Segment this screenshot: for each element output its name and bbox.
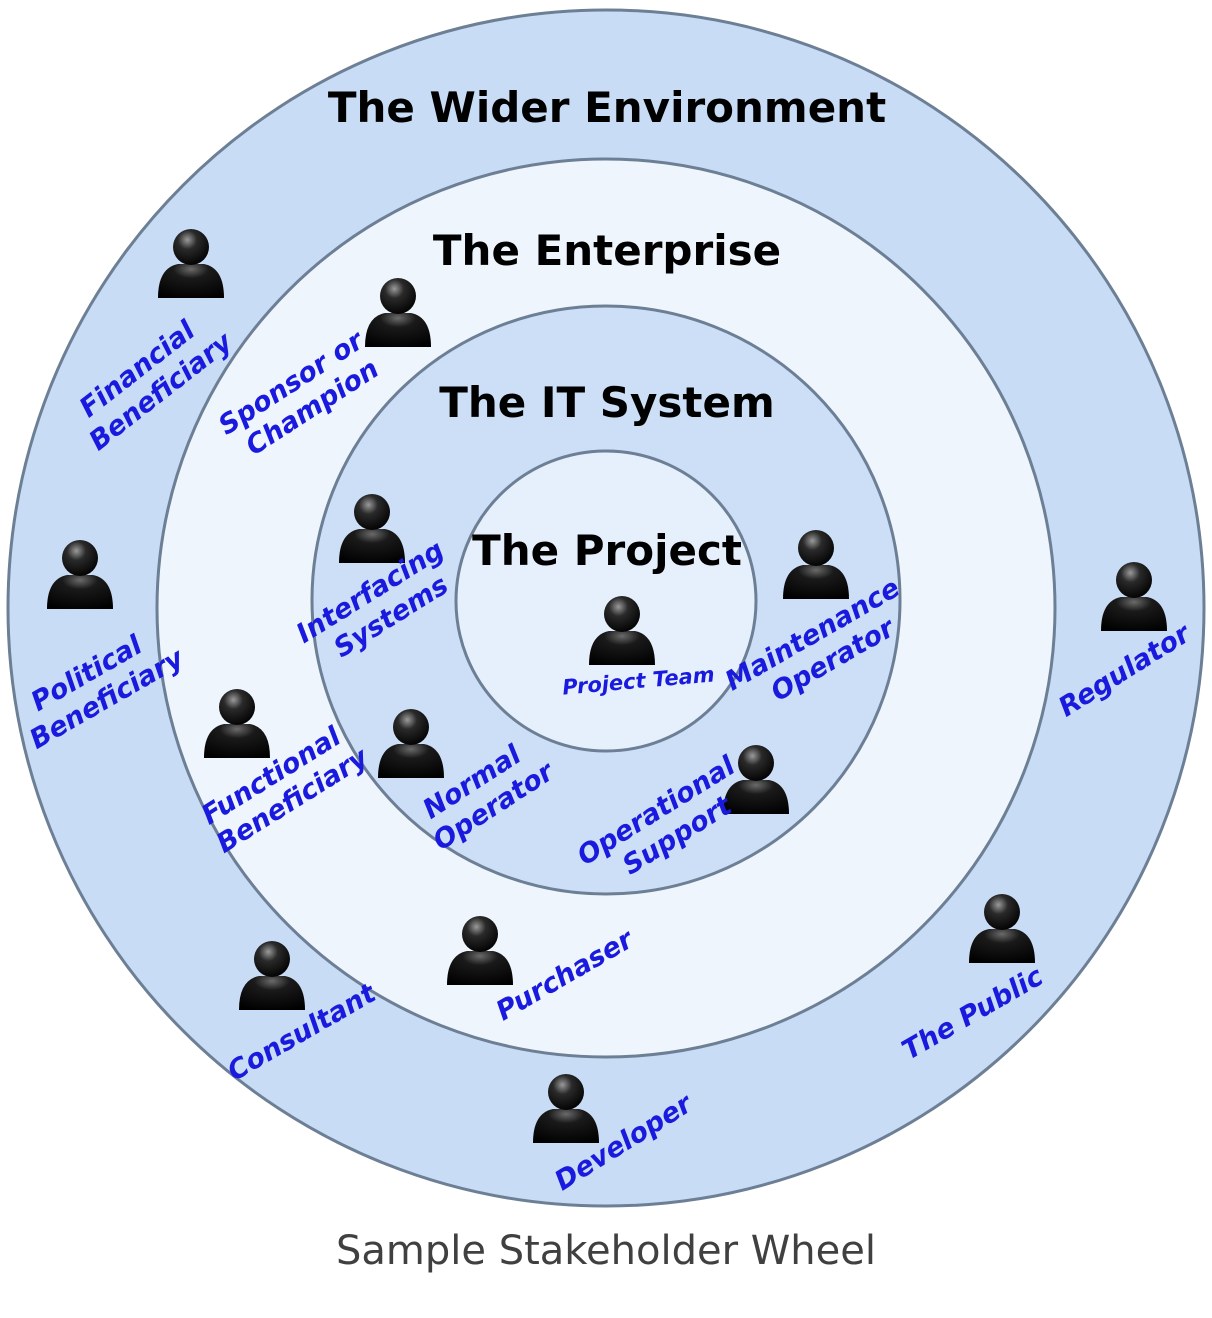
- ring-project: [454, 449, 758, 753]
- ring-title-enterprise: The Enterprise: [433, 226, 781, 275]
- figure-caption: Sample Stakeholder Wheel: [336, 1228, 876, 1274]
- ring-title-wider-environment: The Wider Environment: [328, 83, 886, 132]
- stakeholder-wheel: The Wider Environment The Enterprise The…: [6, 8, 1206, 1208]
- ring-title-project: The Project: [472, 526, 742, 575]
- ring-title-it-system: The IT System: [439, 378, 775, 427]
